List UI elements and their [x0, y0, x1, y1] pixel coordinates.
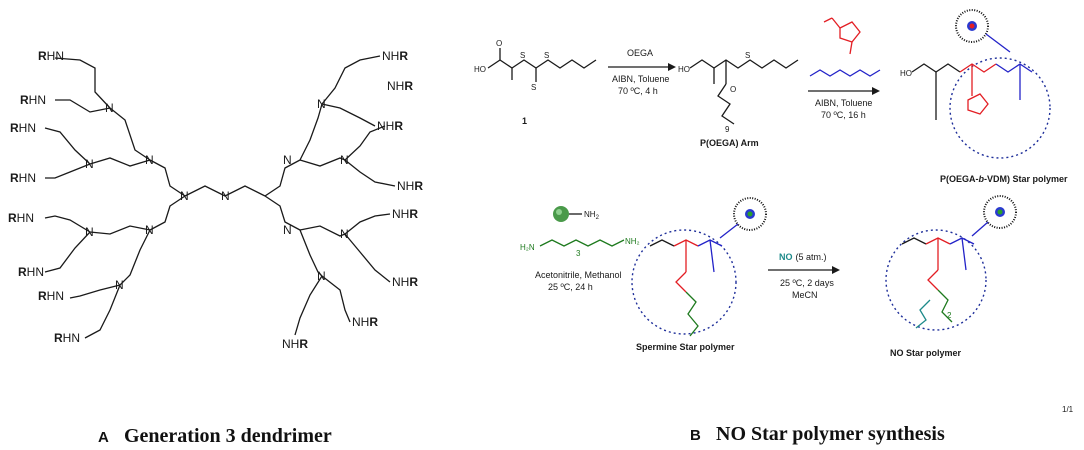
dendrimer-n-atom: N — [180, 189, 189, 203]
amine-bead-icon — [553, 206, 582, 222]
svg-text:NHR: NHR — [392, 207, 418, 221]
amine-label: NH2 — [584, 210, 600, 221]
step1-conditions-2: 70 ºC, 4 h — [618, 86, 658, 96]
step3-conditions-2: 25 ºC, 24 h — [548, 282, 593, 292]
left-terminals: RHN RHN RHN RHN RHN RHN RHN RHN — [8, 49, 80, 345]
no-star-structure: 2 — [885, 229, 987, 331]
svg-text:RHN: RHN — [10, 171, 36, 185]
svg-text:9: 9 — [725, 125, 730, 134]
reaction-arrow-4 — [768, 266, 840, 274]
dendrimer-n-atom: N — [115, 278, 124, 292]
step3-conditions-1: Acetonitrile, Methanol — [535, 270, 622, 280]
svg-text:RHN: RHN — [38, 289, 64, 303]
dendrimer-n-atom: N — [105, 101, 114, 115]
poega-arm-label: P(OEGA) Arm — [700, 138, 759, 148]
dendrimer-n-atom: N — [283, 153, 292, 167]
spermine-star-label: Spermine Star polymer — [636, 342, 735, 352]
step4-reagent: NO(5 atm.) — [779, 252, 827, 262]
svg-text:NHR: NHR — [387, 79, 413, 93]
svg-text:RHN: RHN — [10, 121, 36, 135]
step2-conditions-1: AIBN, Toluene — [815, 98, 872, 108]
svg-text:S: S — [544, 51, 549, 60]
panel-b-title: NO Star polymer synthesis — [716, 423, 945, 445]
svg-text:NHR: NHR — [377, 119, 403, 133]
svg-text:S: S — [520, 51, 525, 60]
svg-text:RHN: RHN — [38, 49, 64, 63]
right-terminals: NHR NHR NHR NHR NHR NHR NHR NHR — [282, 49, 423, 351]
svg-text:HO: HO — [900, 69, 912, 78]
svg-text:NH₂: NH₂ — [625, 237, 640, 246]
star-core-icon — [955, 9, 989, 43]
vdm-monomer — [823, 17, 861, 55]
svg-text:S: S — [745, 51, 750, 60]
dendrimer-structure: N N N N N N N N N N N N N N RHN RHN RHN … — [8, 49, 423, 351]
no-star-label: NO Star polymer — [890, 348, 962, 358]
svg-text:HO: HO — [678, 65, 690, 74]
spermine-molecule: H₂N NH₂ 3 — [520, 237, 640, 258]
star-core-icon — [983, 195, 1017, 229]
step2-conditions-2: 70 ºC, 16 h — [821, 110, 866, 120]
svg-text:RHN: RHN — [18, 265, 44, 279]
svg-text:RHN: RHN — [8, 211, 34, 225]
page-mark: 1/1 — [1062, 405, 1074, 414]
svg-text:RHN: RHN — [20, 93, 46, 107]
svg-text:NHR: NHR — [392, 275, 418, 289]
reaction-arrow-1 — [608, 63, 676, 71]
svg-text:3: 3 — [576, 249, 581, 258]
dendrimer-n-atom: N — [85, 157, 94, 171]
step4-conditions-2: MeCN — [792, 290, 818, 300]
dendrimer-n-atom: N — [317, 97, 326, 111]
compound-1-label: 1 — [522, 116, 527, 126]
svg-text:O: O — [730, 85, 736, 94]
dendrimer-n-atom: N — [340, 153, 349, 167]
panel-a-letter: A — [98, 429, 109, 446]
step1-conditions-1: AIBN, Toluene — [612, 74, 669, 84]
compound-1-structure: HO S S S O — [474, 39, 597, 92]
poega-vdm-star-structure: HO — [900, 57, 1051, 159]
panel-b-letter: B — [690, 427, 701, 444]
poega-arm-structure: HO S O 9 — [678, 51, 799, 134]
star1-label: P(OEGA-b-VDM) Star polymer — [940, 174, 1068, 184]
dendrimer-n-atom: N — [145, 223, 154, 237]
dendrimer-n-atom: N — [317, 269, 326, 283]
dendrimer-n-atom: N — [221, 189, 230, 203]
reaction-arrow-2 — [808, 87, 880, 95]
svg-text:NHR: NHR — [382, 49, 408, 63]
svg-text:2: 2 — [947, 311, 952, 320]
dendrimer-n-atom: N — [283, 223, 292, 237]
svg-text:NHR: NHR — [397, 179, 423, 193]
dendrimer-n-atom: N — [340, 227, 349, 241]
spermine-star-structure — [631, 229, 737, 337]
step4-conditions-1: 25 ºC, 2 days — [780, 278, 834, 288]
svg-text:NHR: NHR — [352, 315, 378, 329]
step1-reagent: OEGA — [627, 48, 653, 58]
svg-text:O: O — [496, 39, 502, 48]
svg-text:H₂N: H₂N — [520, 243, 535, 252]
crosslinker-monomer — [809, 69, 881, 77]
svg-text:S: S — [531, 83, 536, 92]
dendrimer-n-atom: N — [85, 225, 94, 239]
dendrimer-n-atom: N — [145, 153, 154, 167]
svg-text:RHN: RHN — [54, 331, 80, 345]
panel-a-title: Generation 3 dendrimer — [124, 425, 332, 447]
star-core-icon — [733, 197, 767, 231]
ho-group: HO — [474, 65, 486, 74]
svg-text:NHR: NHR — [282, 337, 308, 351]
